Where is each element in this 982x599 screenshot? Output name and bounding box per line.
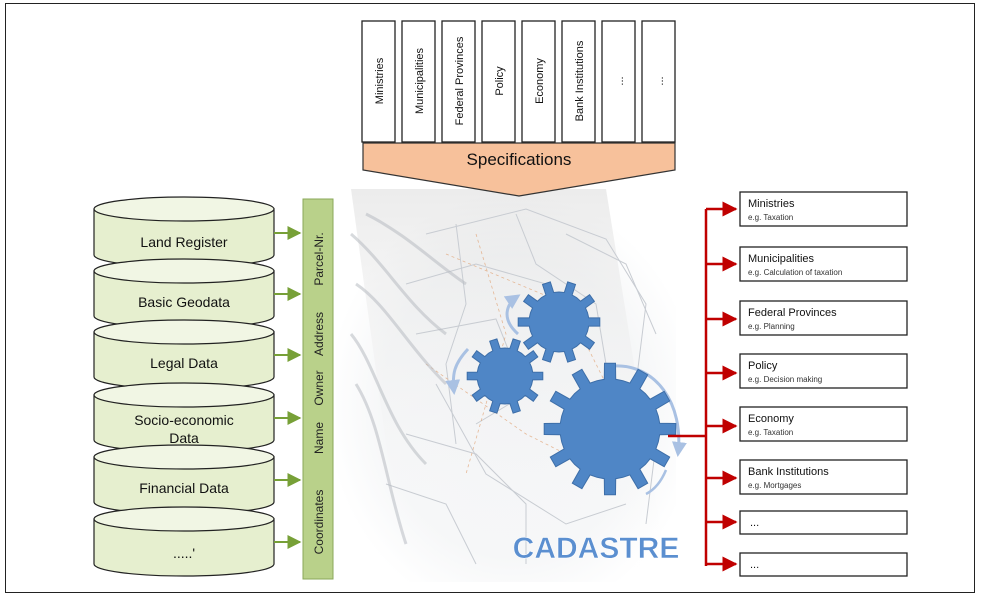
top-stakeholder-label: Policy xyxy=(494,66,506,96)
key-attribute-label: Name xyxy=(312,422,326,454)
top-stakeholder-label: ... xyxy=(614,76,626,85)
output-box: Ministries e.g. Taxation xyxy=(739,191,908,227)
output-example: e.g. Taxation xyxy=(748,213,793,222)
top-stakeholder-group: Ministries Municipalities Federal Provin… xyxy=(361,20,676,143)
output-example: e.g. Decision making xyxy=(748,375,822,384)
key-attribute-label: Coordinates xyxy=(312,490,326,555)
top-stakeholder-label: Federal Provinces xyxy=(454,36,466,125)
key-attribute-label: Owner xyxy=(312,370,326,405)
cadastre-diagram: Ministries Municipalities Federal Provin… xyxy=(93,20,908,589)
specifications-arrow: Specifications xyxy=(362,142,676,197)
diagram-frame: Ministries Municipalities Federal Provin… xyxy=(5,3,975,593)
top-stakeholder-box xyxy=(441,20,476,143)
database-label: Basic Geodata xyxy=(138,294,230,310)
output-box: Policy e.g. Decision making xyxy=(739,353,908,389)
output-title: Municipalities xyxy=(748,253,815,265)
output-example: e.g. Calculation of taxation xyxy=(748,268,842,277)
key-attribute-label: Address xyxy=(312,312,326,356)
key-attribute-label: Parcel-Nr. xyxy=(312,232,326,285)
output-title: Federal Provinces xyxy=(748,307,837,319)
top-stakeholder-label: Ministries xyxy=(374,57,386,104)
output-title: ... xyxy=(750,517,759,529)
top-stakeholder-box xyxy=(401,20,436,143)
gear-large-icon xyxy=(543,362,677,496)
top-stakeholder-box xyxy=(561,20,596,143)
cadastre-title: CADASTRE xyxy=(513,532,680,565)
database-label: Socio-economic xyxy=(134,412,234,428)
database-cylinder: Financial Data xyxy=(93,444,275,515)
database-cylinder: .....' xyxy=(93,506,275,577)
rotation-arrows xyxy=(445,294,687,496)
output-box: Municipalities e.g. Calculation of taxat… xyxy=(739,246,908,282)
top-stakeholder-box xyxy=(601,20,636,143)
database-label: Legal Data xyxy=(150,355,218,371)
top-stakeholder-label: Municipalities xyxy=(414,47,426,114)
specifications-label: Specifications xyxy=(467,150,572,169)
output-example: e.g. Planning xyxy=(748,322,795,331)
output-title: Policy xyxy=(748,360,778,372)
top-stakeholder-box xyxy=(361,20,396,143)
database-cylinder: Land Register xyxy=(93,196,275,268)
database-cylinder: Socio-economic Data xyxy=(93,382,275,453)
output-title: Bank Institutions xyxy=(748,466,829,478)
output-box: ... xyxy=(739,552,908,577)
gear-small-top-icon xyxy=(517,281,601,363)
top-stakeholder-box xyxy=(521,20,556,143)
output-box: Economy e.g. Taxation xyxy=(739,406,908,442)
output-title: ... xyxy=(750,559,759,571)
output-example: e.g. Taxation xyxy=(748,428,793,437)
database-stack: Land Register Basic Geodata Legal Data S… xyxy=(93,196,275,577)
output-example: e.g. Mortgages xyxy=(748,481,801,490)
output-title: Ministries xyxy=(748,198,795,210)
key-attributes-bar: Parcel-Nr. Address Owner Name Coordinate… xyxy=(302,198,334,580)
input-arrows xyxy=(274,226,302,549)
top-stakeholder-label: Bank Institutions xyxy=(574,40,586,121)
output-box: Bank Institutions e.g. Mortgages xyxy=(739,459,908,495)
database-cylinder: Basic Geodata xyxy=(93,258,275,329)
database-label: Data xyxy=(169,430,199,446)
top-stakeholder-label: ... xyxy=(654,76,666,85)
top-stakeholder-label: Economy xyxy=(534,58,546,104)
database-label: .....' xyxy=(173,545,195,561)
database-cylinder: Legal Data xyxy=(93,319,275,390)
gear-small-left-icon xyxy=(466,338,544,414)
top-stakeholder-box xyxy=(641,20,676,143)
database-label: Land Register xyxy=(140,234,228,250)
output-box: Federal Provinces e.g. Planning xyxy=(739,300,908,336)
top-stakeholder-box xyxy=(481,20,516,143)
output-title: Economy xyxy=(748,413,794,425)
output-connector xyxy=(668,201,738,572)
output-boxes: Ministries e.g. Taxation Municipalities … xyxy=(739,191,908,577)
output-box: ... xyxy=(739,510,908,535)
gears-group xyxy=(466,281,677,496)
database-label: Financial Data xyxy=(139,480,229,496)
